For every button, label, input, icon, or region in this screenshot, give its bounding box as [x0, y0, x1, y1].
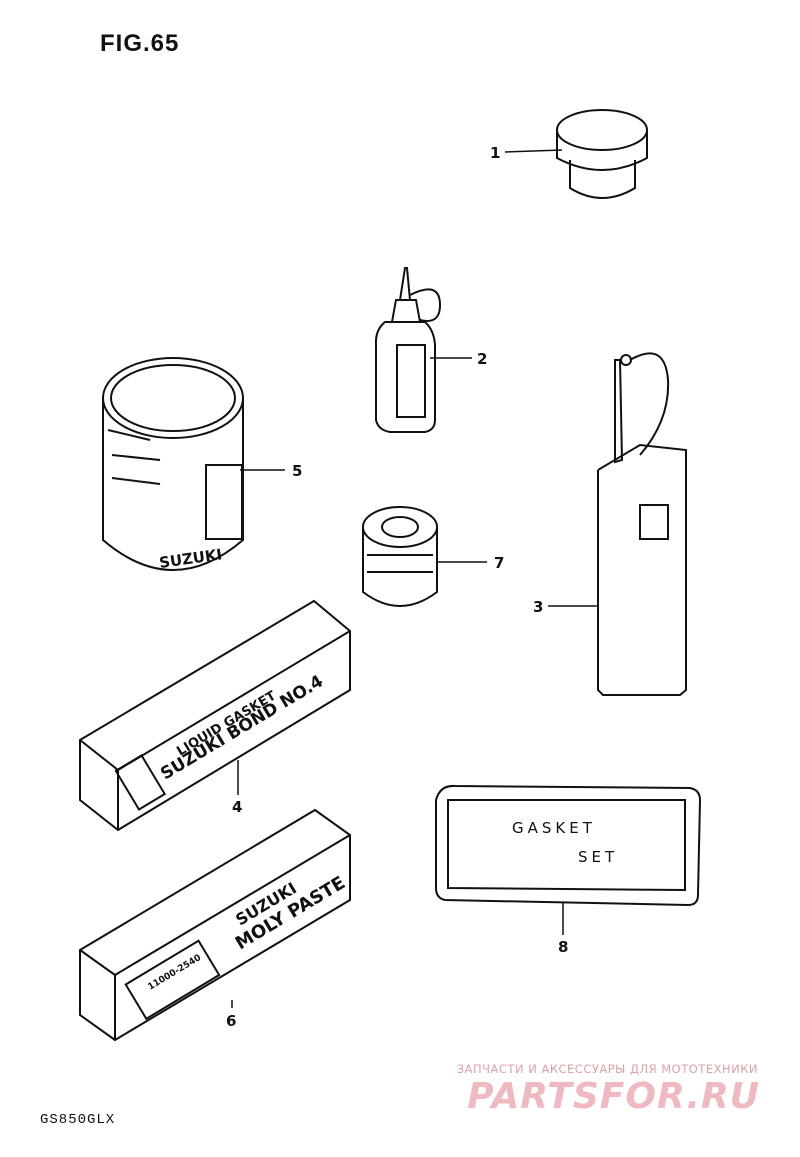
gasket-set-label-1: GASKET [512, 819, 596, 837]
callout-3: 3 [533, 598, 543, 616]
callout-7: 7 [494, 554, 504, 572]
bond-box-part-4 [79, 599, 351, 832]
leader-lines [231, 149, 598, 1008]
callout-8: 8 [558, 938, 568, 956]
callout-5: 5 [292, 462, 302, 480]
oil-bottle-part-2 [374, 267, 442, 433]
callout-1: 1 [490, 144, 500, 162]
moly-paste-box-part-6 [79, 808, 351, 1042]
gasket-set-label-2: SET [578, 848, 618, 866]
figure-title: FIG.65 [100, 30, 180, 57]
small-can-part-7 [362, 506, 438, 607]
bond-box-label-2: SUZUKI BOND NO.4 [157, 671, 327, 784]
callout-6: 6 [226, 1012, 236, 1030]
model-code: GS850GLX [40, 1112, 116, 1128]
watermark-tagline: ЗАПЧАСТИ И АКСЕССУАРЫ ДЛЯ МОТОТЕХНИКИ [456, 1062, 758, 1076]
callout-2: 2 [477, 350, 487, 368]
gasket-set-part-8 [435, 784, 702, 907]
paste-box-code: 11000-2540 [146, 953, 203, 993]
callout-4: 4 [232, 798, 242, 816]
cap-part-1 [556, 109, 648, 199]
watermark-logo: PARTSFOR.RU [467, 1076, 760, 1117]
grease-can-part-5 [102, 357, 244, 571]
container-part-3 [597, 352, 687, 696]
